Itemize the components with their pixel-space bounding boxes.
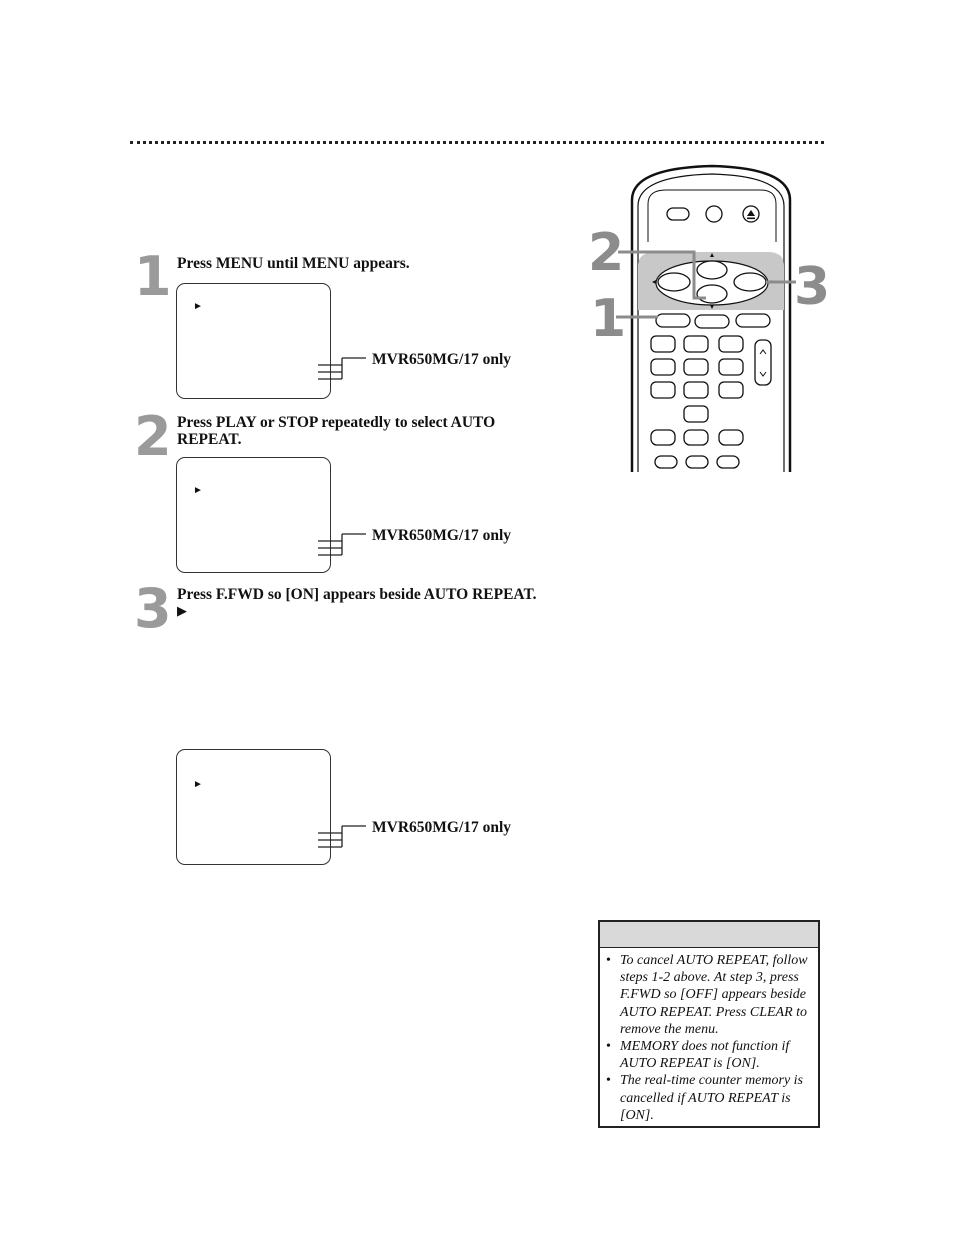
step-2-instruction-text: Press PLAY or STOP repeatedly to select … bbox=[177, 414, 496, 448]
step-3-number: 3 bbox=[134, 577, 172, 640]
hint-item: MEMORY does not function if AUTO REPEAT … bbox=[606, 1038, 810, 1072]
menu-cursor-icon: ► bbox=[193, 779, 203, 790]
step-3-tv-screen: ► bbox=[176, 749, 331, 865]
remote-menu-button bbox=[655, 313, 691, 328]
hints-box: To cancel AUTO REPEAT, follow steps 1-2 … bbox=[598, 920, 820, 1128]
step-3-model-bracket bbox=[318, 825, 366, 848]
remote-rewind-button bbox=[657, 272, 691, 292]
remote-stop-button bbox=[696, 284, 728, 304]
step-2-number: 2 bbox=[134, 405, 172, 468]
hint-item: To cancel AUTO REPEAT, follow steps 1-2 … bbox=[606, 952, 810, 1038]
step-1-model-bracket bbox=[318, 357, 366, 380]
step-3-instruction-text: Press F.FWD so [ON] appears beside AUTO … bbox=[177, 586, 537, 603]
step-1-number: 1 bbox=[134, 245, 172, 308]
step-2-instruction: Press PLAY or STOP repeatedly to select … bbox=[177, 414, 547, 448]
hints-header bbox=[600, 922, 818, 948]
arrow-left-icon bbox=[652, 280, 656, 284]
arrow-down-icon bbox=[710, 305, 714, 309]
menu-cursor-icon: ► bbox=[193, 301, 203, 312]
remote-play-button bbox=[696, 260, 728, 280]
callout-2-line bbox=[618, 250, 706, 300]
hint-item: The real-time counter memory is cancelle… bbox=[606, 1072, 810, 1124]
callout-3-number: 3 bbox=[794, 257, 830, 317]
callout-1-number: 1 bbox=[590, 289, 626, 349]
step-3-instruction: Press F.FWD so [ON] appears beside AUTO … bbox=[177, 586, 547, 619]
remote-power-button bbox=[666, 207, 690, 221]
chevron-down-icon bbox=[759, 371, 767, 377]
step-1-instruction-text: Press MENU until MENU appears. bbox=[177, 255, 410, 272]
arrow-up-icon bbox=[710, 253, 714, 257]
step-2-model-note: MVR650MG/17 only bbox=[372, 527, 512, 544]
callout-2-number: 2 bbox=[588, 223, 624, 283]
chevron-up-icon bbox=[759, 349, 767, 355]
step-3-model-note: MVR650MG/17 only bbox=[372, 819, 512, 836]
step-1-model-note: MVR650MG/17 only bbox=[372, 351, 512, 368]
eject-icon bbox=[747, 210, 755, 220]
remote-round-button bbox=[705, 205, 723, 223]
remote-ffwd-button bbox=[733, 272, 767, 292]
triangle-bullet-icon: ▶ bbox=[177, 603, 187, 618]
step-2-tv-screen: ► bbox=[176, 457, 331, 573]
menu-cursor-icon: ► bbox=[193, 485, 203, 496]
step-2-model-bracket bbox=[318, 533, 366, 556]
step-1-instruction: Press MENU until MENU appears. bbox=[177, 255, 547, 272]
remote-channel-rocker bbox=[754, 339, 772, 386]
dotted-header-rule bbox=[130, 141, 824, 144]
hints-list: To cancel AUTO REPEAT, follow steps 1-2 … bbox=[600, 948, 818, 1124]
remote-control-illustration: 2 1 3 bbox=[588, 164, 830, 472]
step-1-tv-screen: ► bbox=[176, 283, 331, 399]
